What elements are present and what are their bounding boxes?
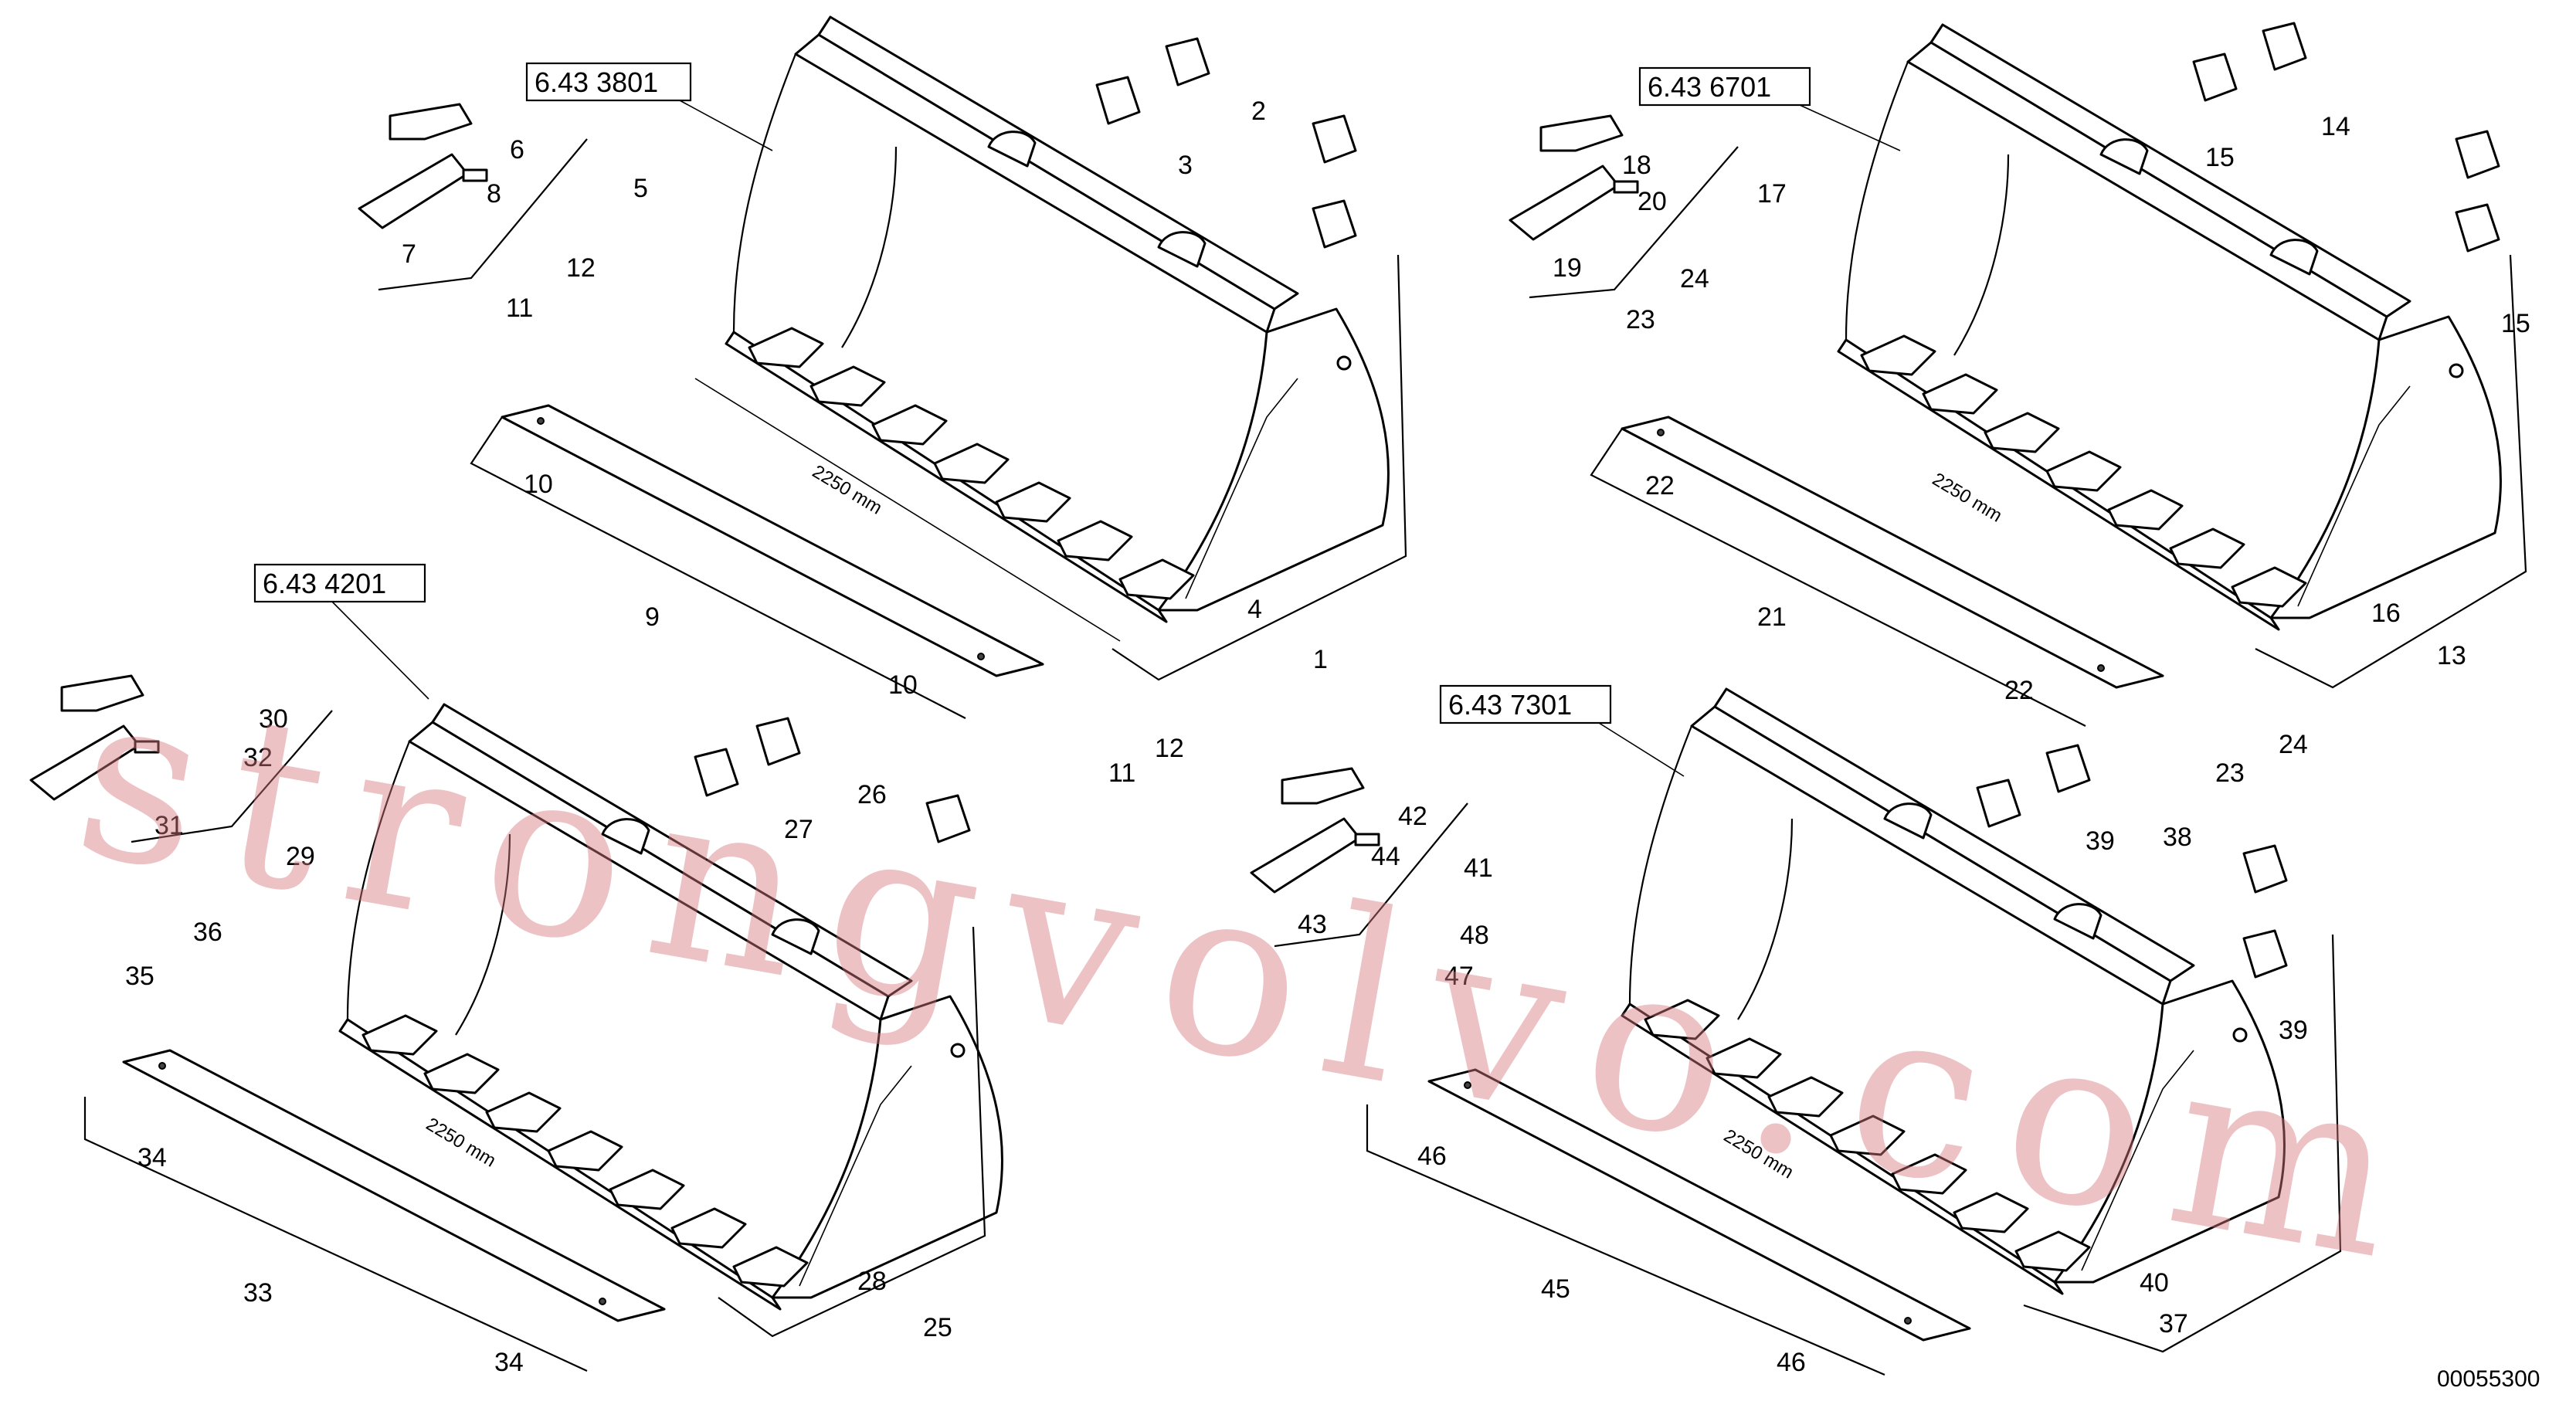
label-38: 38 bbox=[2163, 823, 2192, 852]
label-13: 13 bbox=[2437, 641, 2466, 670]
assembly-1: 6.43 3801 2250 mm 1 2 3 4 5 6 7 8 9 10 1… bbox=[358, 15, 1407, 788]
label-20: 20 bbox=[1638, 187, 1667, 216]
label-24a: 24 bbox=[1680, 264, 1709, 293]
label-30: 30 bbox=[259, 704, 288, 734]
ref-number-3: 6.43 4201 bbox=[263, 568, 386, 599]
ref-box-2 bbox=[1638, 66, 1811, 107]
label-23b: 23 bbox=[2215, 758, 2245, 788]
label-15a: 15 bbox=[2205, 143, 2235, 172]
ref-box-3 bbox=[253, 563, 426, 603]
label-19: 19 bbox=[1553, 253, 1582, 283]
label-48: 48 bbox=[1460, 921, 1489, 950]
label-15b: 15 bbox=[2501, 309, 2530, 338]
label-47: 47 bbox=[1444, 962, 1474, 991]
label-16: 16 bbox=[2371, 599, 2401, 628]
label-24b: 24 bbox=[2279, 730, 2308, 759]
label-10a: 10 bbox=[524, 470, 553, 499]
assembly-2: 6.43 6701 2250 mm 13 14 15 15 16 17 18 1… bbox=[1509, 22, 2530, 788]
label-34b: 34 bbox=[494, 1348, 524, 1377]
label-35: 35 bbox=[125, 962, 154, 991]
label-31: 31 bbox=[154, 811, 184, 840]
label-17: 17 bbox=[1757, 179, 1787, 209]
label-22a: 22 bbox=[1645, 471, 1675, 500]
label-9: 9 bbox=[645, 602, 660, 632]
label-8: 8 bbox=[487, 179, 501, 209]
label-18: 18 bbox=[1622, 151, 1651, 180]
label-39b: 39 bbox=[2279, 1016, 2308, 1045]
label-29: 29 bbox=[286, 842, 315, 871]
label-27: 27 bbox=[784, 815, 813, 844]
ref-box-4 bbox=[1439, 684, 1612, 724]
label-44: 44 bbox=[1371, 842, 1400, 871]
label-41: 41 bbox=[1464, 853, 1493, 883]
label-2: 2 bbox=[1251, 97, 1266, 126]
label-21: 21 bbox=[1757, 602, 1787, 632]
label-6: 6 bbox=[510, 135, 524, 165]
label-46b: 46 bbox=[1777, 1348, 1806, 1377]
label-37: 37 bbox=[2159, 1309, 2188, 1338]
label-23a: 23 bbox=[1626, 305, 1655, 334]
label-5: 5 bbox=[633, 174, 648, 203]
dimension-1: 2250 mm bbox=[809, 461, 886, 519]
label-3: 3 bbox=[1178, 151, 1193, 180]
label-26: 26 bbox=[857, 780, 887, 809]
ref-number-2: 6.43 6701 bbox=[1648, 71, 1771, 103]
ref-box-1 bbox=[525, 62, 692, 102]
dimension-2: 2250 mm bbox=[1929, 469, 2006, 527]
label-11b: 11 bbox=[1108, 758, 1135, 788]
label-40: 40 bbox=[2140, 1268, 2169, 1298]
label-45: 45 bbox=[1541, 1274, 1570, 1304]
label-25: 25 bbox=[923, 1313, 952, 1342]
label-10b: 10 bbox=[888, 670, 918, 700]
label-12a: 12 bbox=[566, 253, 596, 283]
label-22b: 22 bbox=[2004, 676, 2034, 705]
label-36: 36 bbox=[193, 918, 222, 947]
label-34a: 34 bbox=[137, 1143, 167, 1172]
label-1: 1 bbox=[1313, 645, 1328, 674]
label-12b: 12 bbox=[1155, 734, 1184, 763]
ref-number-1: 6.43 3801 bbox=[535, 66, 658, 98]
label-39a: 39 bbox=[2086, 826, 2115, 856]
label-11a: 11 bbox=[506, 293, 533, 323]
label-7: 7 bbox=[402, 239, 416, 269]
label-42: 42 bbox=[1398, 802, 1427, 831]
label-28: 28 bbox=[857, 1267, 887, 1296]
label-43: 43 bbox=[1298, 910, 1327, 939]
ref-number-4: 6.43 7301 bbox=[1448, 689, 1572, 721]
label-4: 4 bbox=[1247, 595, 1262, 624]
label-32: 32 bbox=[243, 743, 273, 772]
label-33: 33 bbox=[243, 1278, 273, 1308]
label-14: 14 bbox=[2321, 112, 2350, 141]
label-46a: 46 bbox=[1417, 1142, 1447, 1171]
drawing-number: 00055300 bbox=[2437, 1366, 2540, 1392]
